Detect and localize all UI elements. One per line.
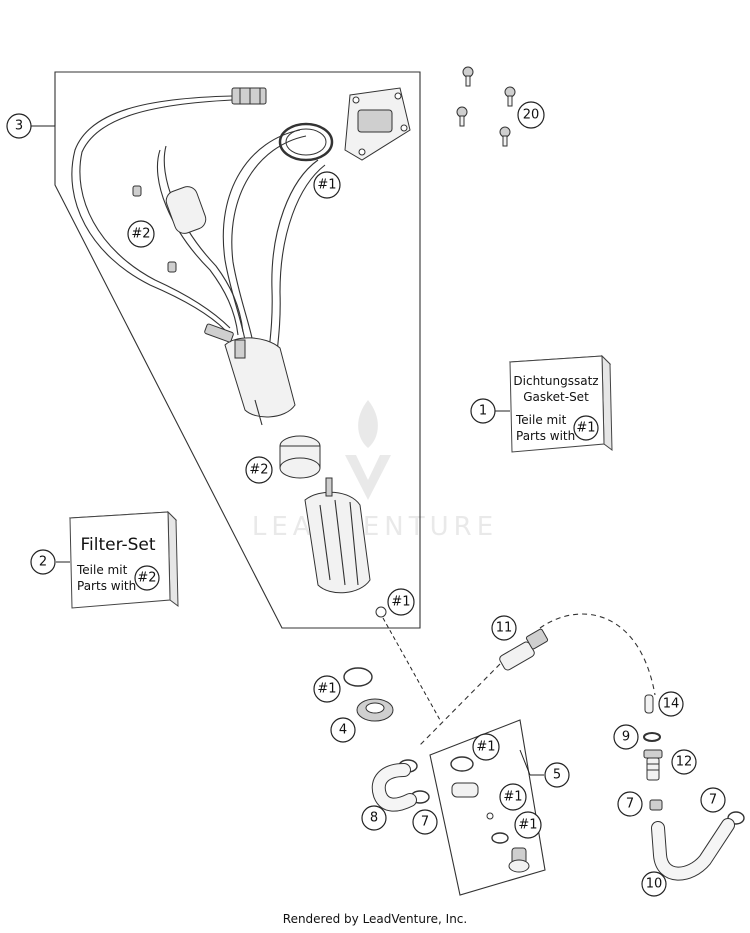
small-o-ring: [375, 606, 387, 618]
callout-ref1-a: #1: [313, 171, 341, 199]
svg-text:8: 8: [370, 811, 378, 826]
watermark-v-icon: [345, 455, 391, 500]
callout-12: 12: [671, 749, 697, 775]
svg-text:#1: #1: [476, 740, 495, 755]
callout-ref2-b: #2: [245, 456, 273, 484]
svg-text:3: 3: [15, 119, 23, 134]
callout-4: 4: [330, 717, 356, 743]
svg-text:#1: #1: [317, 178, 336, 193]
o-ring-9: [643, 732, 661, 742]
gasket-set-box: Dichtungssatz Gasket-Set Teile mit Parts…: [508, 354, 613, 453]
callout-5: 5: [544, 762, 570, 788]
svg-text:7: 7: [626, 797, 634, 812]
filter-set-title: Filter-Set: [80, 535, 155, 555]
connector-fitting: [643, 749, 663, 781]
watermark-flame-icon: [358, 400, 378, 448]
callout-leaders: [31, 110, 544, 776]
seal-4: [356, 698, 394, 722]
svg-text:#2: #2: [131, 227, 150, 242]
svg-text:12: 12: [676, 755, 693, 770]
callout-7-a: 7: [617, 791, 643, 817]
filter-set-box: Filter-Set Teile mit Parts with #2: [68, 510, 179, 609]
gasket-ring-1: [343, 667, 373, 687]
filter-set-ref: #2: [137, 571, 156, 586]
screws-group: [456, 66, 516, 147]
callout-1: 1: [470, 398, 496, 424]
flange-parts: [450, 756, 530, 873]
gasket-set-line4: Parts with: [516, 429, 575, 443]
svg-text:#1: #1: [391, 595, 410, 610]
callout-ref1-f: #1: [514, 811, 542, 839]
hose-clamp-a: [649, 799, 663, 811]
fuel-strainer: [304, 477, 371, 594]
fuel-pump-hoses: [71, 95, 326, 363]
fuel-pump-body: [204, 323, 296, 426]
wiring-connector: [231, 87, 267, 105]
svg-text:10: 10: [646, 877, 663, 892]
small-plug: [644, 694, 654, 714]
callout-ref1-b: #1: [387, 588, 415, 616]
filter-set-line2: Parts with: [77, 579, 136, 593]
callout-9: 9: [613, 724, 639, 750]
svg-text:9: 9: [622, 730, 630, 745]
callout-14: 14: [658, 691, 684, 717]
callout-7-c: 7: [412, 809, 438, 835]
svg-text:14: 14: [663, 697, 680, 712]
fuel-pump-flange-panel: [429, 719, 546, 896]
svg-text:5: 5: [553, 768, 561, 783]
callout-7-b: 7: [700, 787, 726, 813]
svg-text:1: 1: [479, 404, 487, 419]
callout-ref1-c: #1: [313, 675, 341, 703]
fuel-pump-flange: [344, 87, 411, 161]
svg-text:#1: #1: [518, 818, 537, 833]
callout-ref1-e: #1: [499, 783, 527, 811]
svg-text:#1: #1: [503, 790, 522, 805]
filter-set-line1: Teile mit: [76, 563, 128, 577]
callout-10: 10: [641, 871, 667, 897]
svg-text:11: 11: [496, 621, 513, 636]
svg-text:7: 7: [709, 793, 717, 808]
gasket-set-line2: Gasket-Set: [523, 390, 589, 404]
svg-text:7: 7: [421, 815, 429, 830]
fuel-pump-assembly-outline: [54, 71, 421, 629]
svg-text:4: 4: [339, 723, 347, 738]
callout-8: 8: [361, 805, 387, 831]
svg-text:#2: #2: [249, 463, 268, 478]
callout-3: 3: [6, 113, 32, 139]
gasket-set-line3: Teile mit: [515, 413, 567, 427]
svg-text:#1: #1: [317, 682, 336, 697]
gasket-set-line1: Dichtungssatz: [513, 374, 598, 388]
callout-2: 2: [30, 549, 56, 575]
footer-credit: Rendered by LeadVenture, Inc.: [282, 912, 468, 926]
svg-text:2: 2: [39, 555, 47, 570]
injector-fuel-line: [419, 613, 656, 746]
callout-20: 20: [517, 101, 545, 129]
watermark: LEADVENTURE: [252, 400, 498, 542]
callout-ref2-a: #2: [127, 220, 155, 248]
callout-ref1-d: #1: [472, 733, 500, 761]
inline-fuel-filter: [132, 185, 207, 273]
watermark-text: LEADVENTURE: [252, 512, 498, 542]
pump-filter-sleeve: [279, 435, 321, 479]
fuel-pump-gasket-ring: [278, 122, 334, 162]
gasket-set-ref: #1: [576, 421, 595, 436]
svg-text:20: 20: [523, 108, 540, 123]
callout-11: 11: [491, 615, 517, 641]
